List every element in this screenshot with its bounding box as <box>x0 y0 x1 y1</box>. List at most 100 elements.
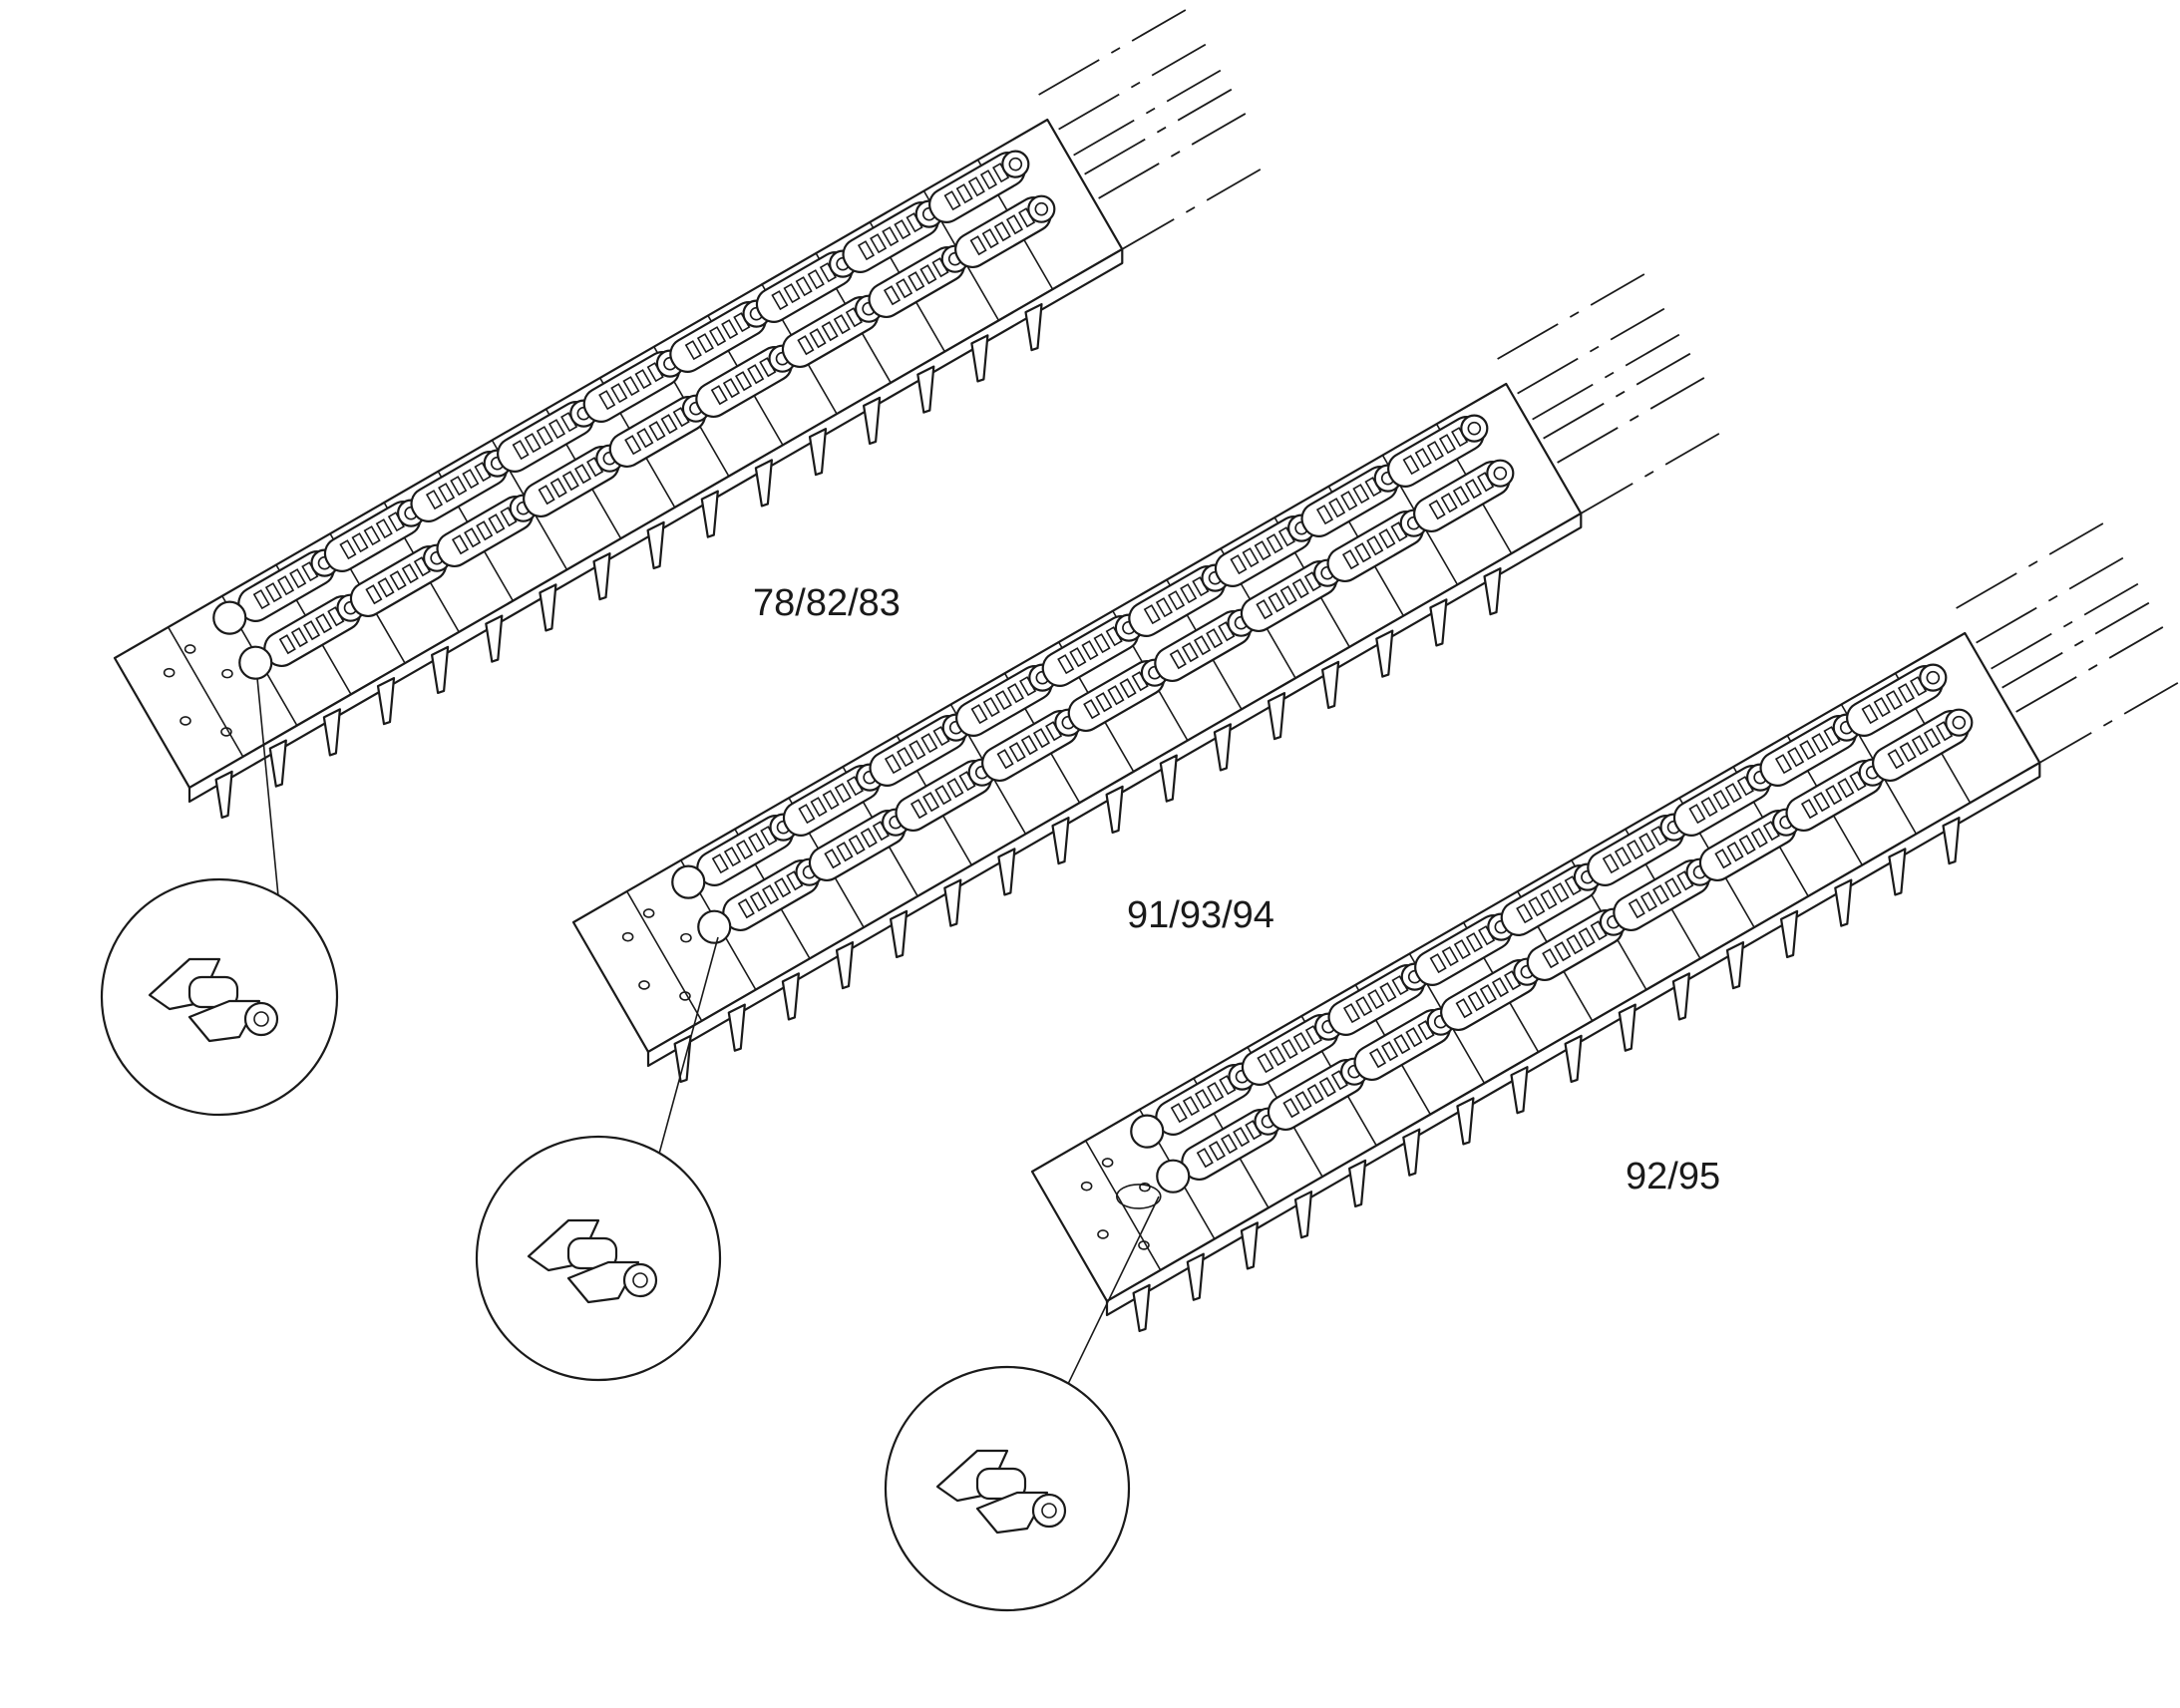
link-web-slot <box>1254 540 1272 561</box>
link-web-slot <box>1194 1089 1213 1110</box>
phantom-continuation-line <box>1113 169 1262 255</box>
link-web-slot <box>993 221 1011 242</box>
link-web-slot <box>365 584 383 605</box>
link-web-slot <box>1233 1127 1251 1148</box>
link-web-slot <box>747 364 765 385</box>
phantom-continuation-line <box>1956 522 2104 609</box>
grouser-tooth <box>970 334 989 383</box>
link-web-slot <box>401 563 419 584</box>
grouser-tooth <box>214 770 233 820</box>
link-web-slot <box>1467 991 1485 1012</box>
grouser-tooth <box>727 1003 746 1052</box>
link-web-slot <box>1712 790 1730 811</box>
link-web-slot <box>660 414 678 435</box>
grouser-tooth <box>1105 785 1124 835</box>
link-web-slot <box>1032 728 1051 749</box>
link-web-slot <box>1206 628 1224 649</box>
phantom-continuation-line <box>1497 273 1645 360</box>
link-web-slot <box>1664 877 1682 898</box>
link-web-slot <box>883 285 902 306</box>
link-web-slot <box>896 278 913 299</box>
link-web-slot <box>834 783 852 804</box>
link-web-slot <box>1057 654 1075 675</box>
link-web-slot <box>1614 847 1632 867</box>
link-web-slot <box>289 568 307 589</box>
grouser-tooth <box>1375 629 1394 678</box>
chain-pin-center <box>1467 421 1482 436</box>
link-web-slot <box>1306 1084 1324 1105</box>
link-web-slot <box>1440 493 1458 513</box>
link-web-slot <box>708 326 727 347</box>
phantom-continuation-line <box>1038 9 1187 96</box>
link-web-slot <box>1428 500 1446 520</box>
grouser-tooth <box>1618 1003 1636 1052</box>
link-web-slot <box>798 804 816 825</box>
link-web-slot <box>377 577 395 598</box>
link-web-slot <box>943 190 961 211</box>
link-web-slot <box>1196 1148 1214 1169</box>
link-web-slot <box>1315 505 1334 525</box>
link-web-slot <box>946 778 964 799</box>
link-web-slot <box>807 269 825 290</box>
part-number-label: 92/95 <box>1626 1156 1720 1197</box>
grouser-tooth <box>376 676 396 726</box>
mounting-hole <box>220 727 232 737</box>
link-web-slot <box>1107 685 1125 706</box>
link-web-slot <box>1366 535 1384 556</box>
link-web-slot <box>1181 642 1199 663</box>
grouser-tooth <box>1483 566 1502 616</box>
link-web-slot <box>822 790 840 811</box>
mounting-hole <box>679 991 691 1001</box>
link-web-slot <box>1367 989 1385 1010</box>
phantom-continuation-line <box>1572 433 1720 519</box>
link-web-slot <box>1379 982 1397 1003</box>
chain-pin <box>1919 663 1948 692</box>
phantom-continuation-line <box>1991 582 2139 670</box>
link-web-slot <box>425 490 444 511</box>
link-web-slot <box>624 435 642 456</box>
mounting-hole <box>163 667 176 678</box>
link-web-slot <box>982 697 1000 718</box>
link-web-slot <box>908 740 926 761</box>
link-web-slot <box>1352 484 1370 505</box>
link-web-slot <box>797 335 815 356</box>
link-web-slot <box>1479 984 1497 1005</box>
link-web-slot <box>1257 1053 1274 1074</box>
link-web-slot <box>1318 1077 1336 1098</box>
link-web-slot <box>1292 1032 1310 1053</box>
link-web-slot <box>870 233 888 254</box>
grouser-tooth <box>943 878 962 927</box>
grouser-tooth <box>431 645 450 695</box>
link-web-slot <box>1193 635 1212 656</box>
link-web-slot <box>774 877 792 898</box>
phantom-continuation-line <box>1073 69 1222 157</box>
grouser-tooth <box>1213 723 1233 772</box>
link-web-slot <box>464 527 482 548</box>
link-web-slot <box>1354 542 1372 563</box>
grouser-tooth <box>1267 691 1286 741</box>
link-web-slot <box>1355 996 1373 1017</box>
link-web-slot <box>1280 1039 1298 1060</box>
connector-bolt <box>243 1001 279 1037</box>
link-web-slot <box>450 476 468 497</box>
link-web-slot <box>290 627 308 648</box>
chain-pin <box>1027 194 1056 223</box>
link-web-slot <box>684 340 702 361</box>
grouser-tooth <box>268 739 287 788</box>
grouser-tooth <box>539 583 557 632</box>
grouser-tooth <box>1671 972 1691 1021</box>
mounting-hole <box>180 716 191 726</box>
grouser-tooth <box>808 428 828 477</box>
link-web-slot <box>955 183 973 204</box>
link-web-slot <box>547 419 566 440</box>
link-web-slot <box>970 704 988 725</box>
link-web-slot <box>783 283 801 304</box>
link-web-slot <box>1020 735 1038 756</box>
link-web-slot <box>1005 214 1024 235</box>
link-web-slot <box>1438 434 1457 455</box>
link-web-slot <box>1081 640 1099 661</box>
connector-bolt <box>622 1262 658 1298</box>
link-web-slot <box>375 518 393 539</box>
link-web-slot <box>996 749 1014 770</box>
connector-bolt <box>1031 1493 1067 1529</box>
